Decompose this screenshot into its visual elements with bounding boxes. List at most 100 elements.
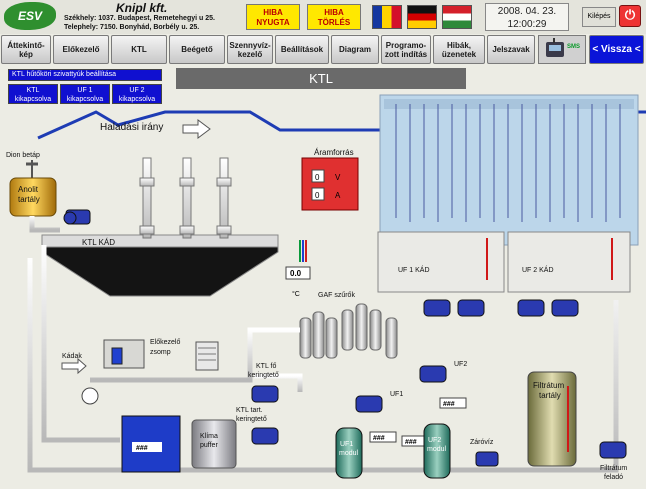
power-supply-label: Áramforrás <box>314 148 354 157</box>
nav-passwords[interactable]: Jelszavak <box>487 35 535 64</box>
gsm-label: SMS <box>567 44 580 50</box>
flow-meter-icon <box>81 387 99 405</box>
temp-unit: °C <box>292 290 300 298</box>
filtrate-tank-label-1: Filtrátum <box>533 381 564 390</box>
pretreatment-label-1: Előkezelő <box>150 339 180 346</box>
uf2-module-label-2: modul <box>427 446 447 453</box>
dion-feed-label: Dion betáp <box>6 152 40 159</box>
ktl-main-circ-label-2: keringtető <box>248 372 279 379</box>
navigation-bar: Áttekintő- kép Előkezelő KTL Beégető Sze… <box>0 35 646 66</box>
ktl-circuit-button[interactable]: KTL kikapcsolva <box>8 84 58 104</box>
uf1-tank <box>377 231 505 293</box>
address-line-2: Telephely: 7150. Bonyhád, Borbély u. 25. <box>64 24 200 31</box>
uf-tank-pumps <box>423 299 579 317</box>
ps-current-unit: A <box>335 191 341 200</box>
cooling-unit-readout: ### <box>136 445 148 452</box>
gate-valve-pump-icon <box>475 451 499 467</box>
datetime-display: 2008. 04. 23. 12:00:29 <box>485 3 569 31</box>
ps-current-value: 0 <box>315 191 320 200</box>
address-line-1: Székhely: 1037. Budapest, Remetehegyi u … <box>64 15 215 22</box>
ps-voltage-unit: V <box>335 173 341 182</box>
back-button[interactable]: < Vissza < <box>589 35 644 64</box>
alarm-clear-line1: HIBA <box>324 8 344 17</box>
uf1-module <box>335 427 363 479</box>
logout-button[interactable]: Kilépés <box>582 7 616 27</box>
pretreatment-sump <box>103 339 145 369</box>
anolit-label-1: Anolit <box>18 185 39 194</box>
uf2-tank <box>507 231 631 293</box>
uf1-circuit-button[interactable]: UF 1 kikapcsolva <box>60 84 110 104</box>
uf2-module-label-1: UF2 <box>428 437 441 444</box>
temp-readout <box>285 266 311 280</box>
gaf-filter-label: GAF szűrők <box>318 292 355 299</box>
uf2-pump-icon <box>419 365 447 383</box>
alarm-ack-line2: NYUGTA <box>256 18 290 27</box>
filtrate-feed-label-1: Filtrátum <box>600 465 627 472</box>
pretreatment-label-2: zsomp <box>150 349 171 356</box>
uf-rack <box>379 94 639 246</box>
uf1-module-label-1: UF1 <box>340 441 353 448</box>
anode-columns <box>139 157 232 239</box>
cooling-circuit-panel-title: KTL hűtőköri szivattyúk beállítása <box>8 69 162 81</box>
temp-value: 0.0 <box>290 269 302 278</box>
gate-valve-label: Záróvíz <box>470 439 494 446</box>
uf2-readout: ### <box>443 401 455 408</box>
uf1-module-label-2: modul <box>339 450 359 457</box>
nav-ktl[interactable]: KTL <box>111 35 167 64</box>
uf1-pump-icon <box>355 395 383 413</box>
uf2-module <box>423 423 451 479</box>
ktl-tank-pump-icon <box>251 427 279 445</box>
power-supply-unit <box>301 157 359 211</box>
nav-wastewater[interactable]: Szennyvíz- kezelő <box>227 35 273 64</box>
power-icon[interactable]: ⏻ <box>619 5 641 27</box>
header-bar: ESV Knipl kft. Székhely: 1037. Budapest,… <box>0 0 646 34</box>
anolit-label-2: tartály <box>18 195 40 204</box>
language-romanian-flag-icon[interactable] <box>372 5 402 29</box>
nav-errors-messages[interactable]: Hibák, üzenetek <box>433 35 485 64</box>
ktl-main-pump-icon <box>251 385 279 403</box>
nav-programmed-start[interactable]: Programo- zott indítás <box>381 35 431 64</box>
filtrate-feed-label-2: feladó <box>604 474 623 481</box>
uf1-pump-label: UF1 <box>390 391 403 398</box>
nav-settings[interactable]: Beállítások <box>275 35 329 64</box>
alarm-clear-line2: TÖRLÉS <box>317 18 351 27</box>
ktl-tank <box>41 234 279 297</box>
filtrate-feed-pump-icon <box>599 441 627 459</box>
filtrate-tank-label-2: tartály <box>539 391 561 400</box>
nav-diagram[interactable]: Diagram <box>331 35 379 64</box>
nav-overview[interactable]: Áttekintő- kép <box>1 35 51 64</box>
uf1-tank-label: UF 1 KÁD <box>398 265 430 274</box>
alarm-acknowledge-button[interactable]: HIBA NYUGTA <box>246 4 300 30</box>
ps-voltage-value: 0 <box>315 173 320 182</box>
company-logo: ESV <box>4 2 56 30</box>
climate-buffer-tank <box>191 419 237 469</box>
uf2-circuit-button[interactable]: UF 2 kikapcsolva <box>112 84 162 104</box>
company-name: Knipl kft. <box>116 1 168 15</box>
language-german-flag-icon[interactable] <box>407 5 437 29</box>
anolit-pump-icon <box>63 209 91 225</box>
ktl-main-circ-label-1: KTL fő <box>256 363 276 370</box>
language-hungarian-flag-icon[interactable] <box>442 5 472 29</box>
ktl-tank-circ-label-2: keringtető <box>236 416 267 423</box>
filtrate-tank <box>527 371 577 467</box>
ktl-tank-circ-label-1: KTL tart. <box>236 407 263 414</box>
climate-buffer-label-1: Klíma <box>200 433 218 440</box>
heat-exchanger <box>195 341 219 371</box>
date-text: 2008. 04. 23. <box>497 6 557 17</box>
nav-pretreatment[interactable]: Előkezelő <box>53 35 109 64</box>
climate-buffer-label-2: puffer <box>200 442 218 449</box>
cooling-unit <box>121 415 181 473</box>
gaf-filters <box>299 303 398 359</box>
ktl-tank-label: KTL KÁD <box>82 238 115 247</box>
uf1-readout: ### <box>373 435 385 442</box>
gsm-modem-button[interactable]: SMS <box>538 35 586 64</box>
gsm-modem-icon: SMS <box>546 38 580 57</box>
nav-oven[interactable]: Beégető <box>169 35 225 64</box>
uf1-flow-readout: ### <box>405 439 417 446</box>
rack-hangers <box>395 104 621 222</box>
page-title: KTL <box>176 68 466 89</box>
alarm-ack-line1: HIBA <box>263 8 283 17</box>
anolit-tank <box>9 177 57 217</box>
uf2-tank-label: UF 2 KÁD <box>522 265 554 274</box>
alarm-clear-button[interactable]: HIBA TÖRLÉS <box>307 4 361 30</box>
